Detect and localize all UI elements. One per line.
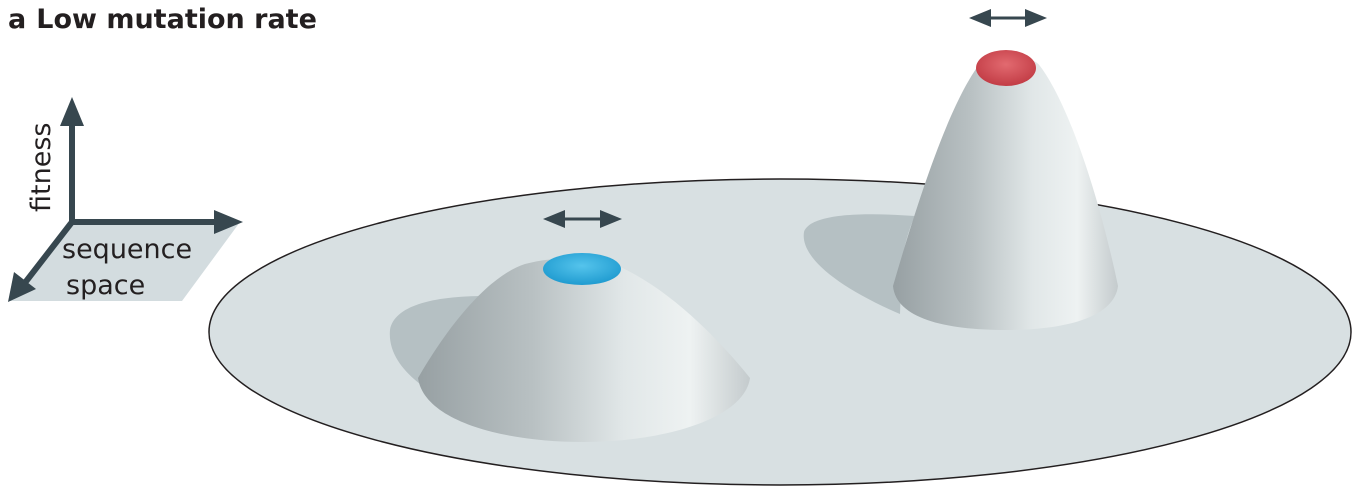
low-peak-top <box>543 253 621 285</box>
high-peak <box>893 50 1118 330</box>
fitness-axis-label: fitness <box>26 123 57 212</box>
high-peak-top <box>976 50 1036 86</box>
landscape-plane <box>209 179 1351 485</box>
axis-key: fitness sequence space <box>8 97 243 302</box>
high-peak-body <box>893 56 1118 330</box>
high-peak-drift-arrow <box>969 9 1047 27</box>
sequence-axis-label-line1: sequence <box>62 234 192 265</box>
sequence-axis-label-line2: space <box>66 270 145 301</box>
fitness-axis-arrow <box>60 97 84 222</box>
